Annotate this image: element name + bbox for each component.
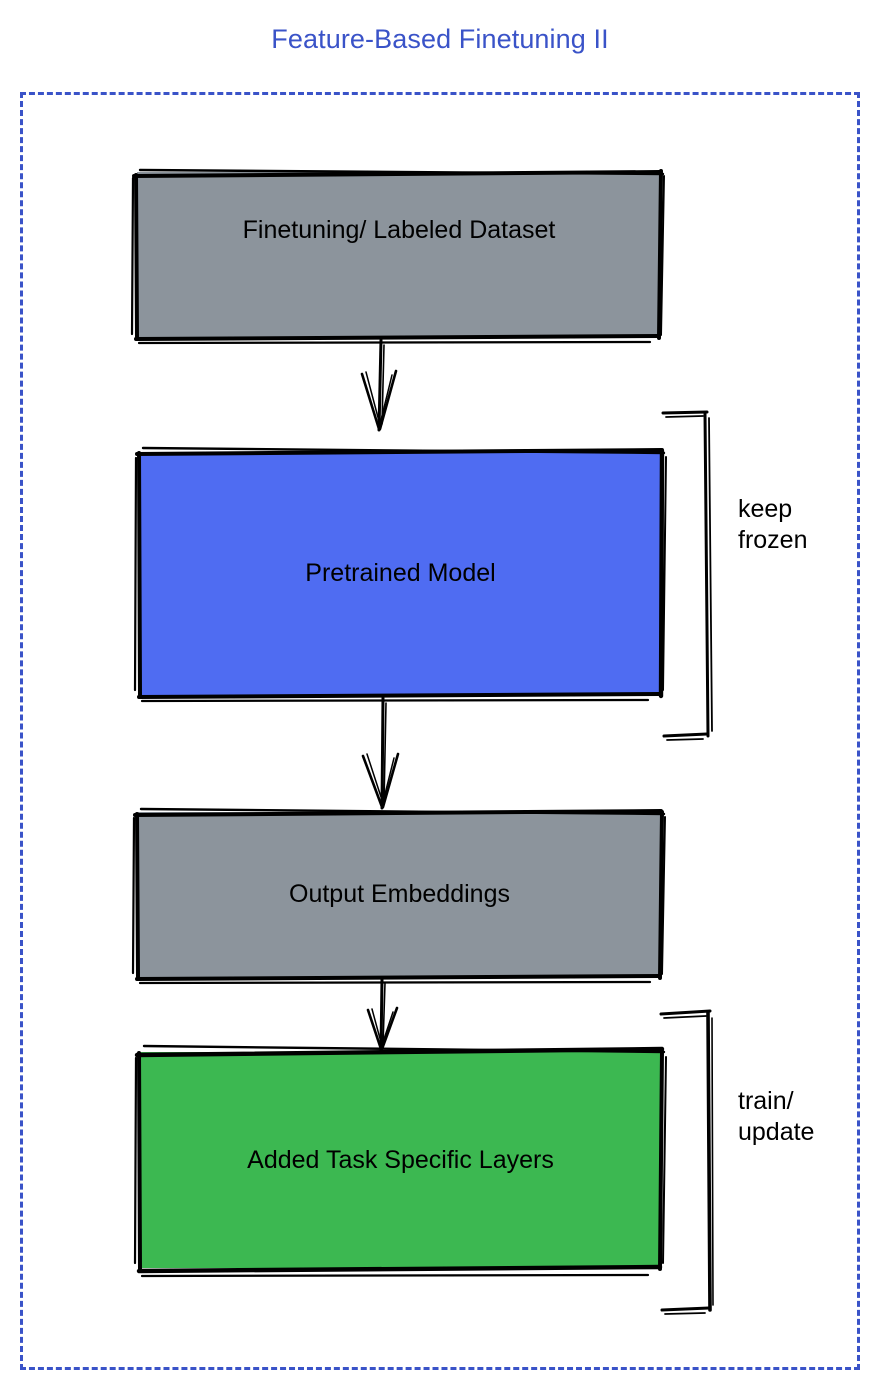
node-label-pretrained: Pretrained Model	[305, 559, 496, 588]
node-output-embeddings[interactable]: Output Embeddings	[138, 812, 661, 977]
node-label-tasklayers: Added Task Specific Layers	[247, 1145, 554, 1174]
bracket-label-train-update: train/ update	[738, 1087, 815, 1147]
bracket-label-keep-frozen: keep frozen	[738, 495, 808, 555]
node-label-embeddings: Output Embeddings	[289, 880, 510, 909]
node-label-dataset: Finetuning/ Labeled Dataset	[242, 216, 556, 244]
dashed-outline-frame	[20, 92, 860, 1370]
node-added-task-specific-layers[interactable]: Added Task Specific Layers	[140, 1052, 661, 1268]
node-pretrained-model[interactable]: Pretrained Model	[140, 452, 661, 695]
page-title: Feature-Based Finetuning II	[271, 24, 609, 54]
node-finetuning-labeled-dataset[interactable]: Finetuning/ Labeled Dataset	[137, 172, 661, 338]
